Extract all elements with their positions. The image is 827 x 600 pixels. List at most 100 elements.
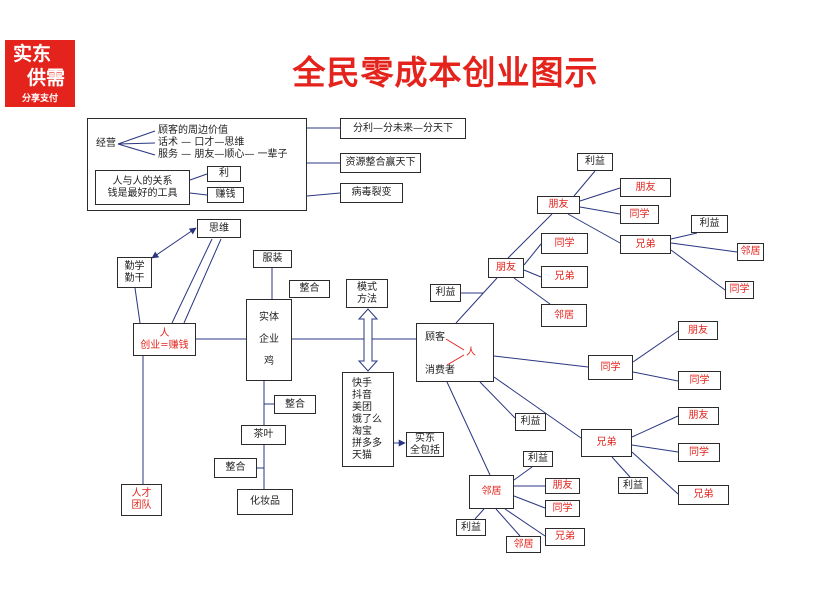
connector: [495, 508, 521, 537]
benefit-node: 利益: [577, 153, 613, 171]
connector: [573, 170, 596, 197]
relation-box: 人与人的关系 钱是最好的工具: [95, 170, 190, 205]
brother-node: 兄弟: [620, 235, 671, 254]
integrate-box: 整合: [214, 458, 257, 478]
connector: [523, 269, 542, 278]
connector: [631, 415, 679, 438]
connector: [670, 242, 738, 253]
connector: [513, 495, 546, 509]
consumer-label: 消费者: [425, 365, 455, 376]
connector: [134, 287, 141, 324]
connector: [474, 508, 485, 520]
connector: [446, 354, 465, 366]
brother-node: 兄弟: [545, 528, 585, 546]
brother-node: 兄弟: [541, 266, 588, 288]
person-core-box: 人 创业=赚钱: [133, 323, 196, 356]
connector: [504, 508, 546, 537]
friend-node: 朋友: [488, 258, 524, 278]
connector: [513, 277, 551, 305]
logo-tagline: 分享支付: [21, 94, 58, 104]
business-item: 服务 — 朋友—顺心— 一辈子: [158, 149, 288, 160]
neighbor-node: 邻居: [506, 536, 541, 553]
friend-node: 朋友: [620, 178, 671, 197]
clothing-box: 服装: [253, 250, 292, 268]
brother-node: 兄弟: [581, 429, 632, 457]
diligence-box: 勤学 勤干: [117, 257, 152, 288]
benefit-node: 利益: [515, 413, 546, 431]
double-arrow-icon: [357, 308, 379, 372]
connector: [513, 466, 533, 481]
connector: [579, 187, 621, 202]
benefit-node: 利益: [523, 451, 553, 467]
cosmetics-box: 化妆品: [237, 489, 293, 515]
connector: [507, 213, 553, 259]
friend-node: 朋友: [678, 321, 718, 340]
classmate-node: 同学: [678, 371, 721, 390]
friend-node: 朋友: [545, 478, 580, 494]
benefit-node: 利益: [456, 519, 486, 536]
business-item: 顾客的周边价值: [158, 125, 228, 136]
classmate-node: 同学: [678, 443, 720, 462]
connector: [455, 277, 498, 324]
connector: [446, 381, 491, 476]
brother-node: 兄弟: [678, 485, 729, 505]
connector: [493, 376, 582, 439]
connector: [189, 192, 208, 196]
connector: [171, 238, 213, 324]
strategy-box: 资源整合赢天下: [340, 153, 421, 173]
connector: [306, 192, 341, 197]
connector: [579, 206, 621, 215]
strategy-box: 分利—分未来—分天下: [340, 118, 466, 139]
strategy-box: 病毒裂变: [340, 183, 403, 203]
benefit-node: 利益: [618, 477, 648, 494]
benefit-node: 利益: [691, 215, 728, 233]
entity-enterprise-box: 实体 企业 鸡: [246, 299, 292, 381]
classmate-node: 同学: [541, 233, 588, 254]
connector: [611, 456, 631, 478]
neighbor-node: 邻居: [469, 475, 514, 509]
customer-person: 人: [466, 347, 476, 358]
thinking-box: 思维: [197, 219, 241, 238]
logo-line1: 实东: [13, 43, 52, 65]
brand-logo: 实东 供需 分享支付: [5, 40, 75, 107]
neighbor-node: 邻居: [541, 304, 587, 327]
page-title: 全民零成本创业图示: [292, 53, 599, 92]
connector: [631, 444, 679, 453]
business-label: 经营: [96, 138, 116, 149]
earn-money-box: 赚钱: [207, 187, 244, 203]
customer-box: 顾客 人 消费者: [416, 323, 494, 382]
connector: [445, 338, 465, 351]
talent-team-box: 人才 团队: [121, 484, 162, 516]
connector: [632, 330, 679, 363]
classmate-node: 同学: [545, 500, 580, 517]
connector: [670, 232, 698, 240]
model-method-box: 模式 方法: [346, 279, 388, 308]
friend-node: 朋友: [537, 196, 580, 214]
connector: [479, 381, 516, 419]
profit-box: 利: [207, 166, 241, 182]
classmate-node: 同学: [588, 355, 633, 380]
connector: [117, 142, 156, 145]
connector: [631, 451, 679, 495]
double-arrow-connector: [151, 227, 197, 259]
platforms-box: 快手 抖音 美团 饿了么 淘宝 拼多多 天猫: [342, 372, 394, 467]
benefit-node: 利益: [430, 284, 461, 302]
connector: [670, 249, 726, 291]
tea-box: 茶叶: [241, 425, 286, 445]
integrate-box: 整合: [274, 395, 316, 414]
business-panel: [87, 118, 307, 211]
integrate-box: 整合: [289, 280, 330, 298]
shidong-box: 实东 全包括: [406, 432, 444, 457]
business-item: 话术 — 口才—思维: [158, 137, 245, 148]
classmate-node: 同学: [725, 281, 754, 299]
connector: [493, 355, 589, 368]
logo-line2: 供需: [27, 67, 66, 89]
connector: [117, 143, 156, 156]
neighbor-node: 邻居: [737, 243, 764, 261]
connector: [567, 213, 621, 244]
connector: [523, 243, 542, 266]
friend-node: 朋友: [678, 407, 719, 425]
connector: [117, 130, 156, 145]
connector: [189, 173, 208, 181]
